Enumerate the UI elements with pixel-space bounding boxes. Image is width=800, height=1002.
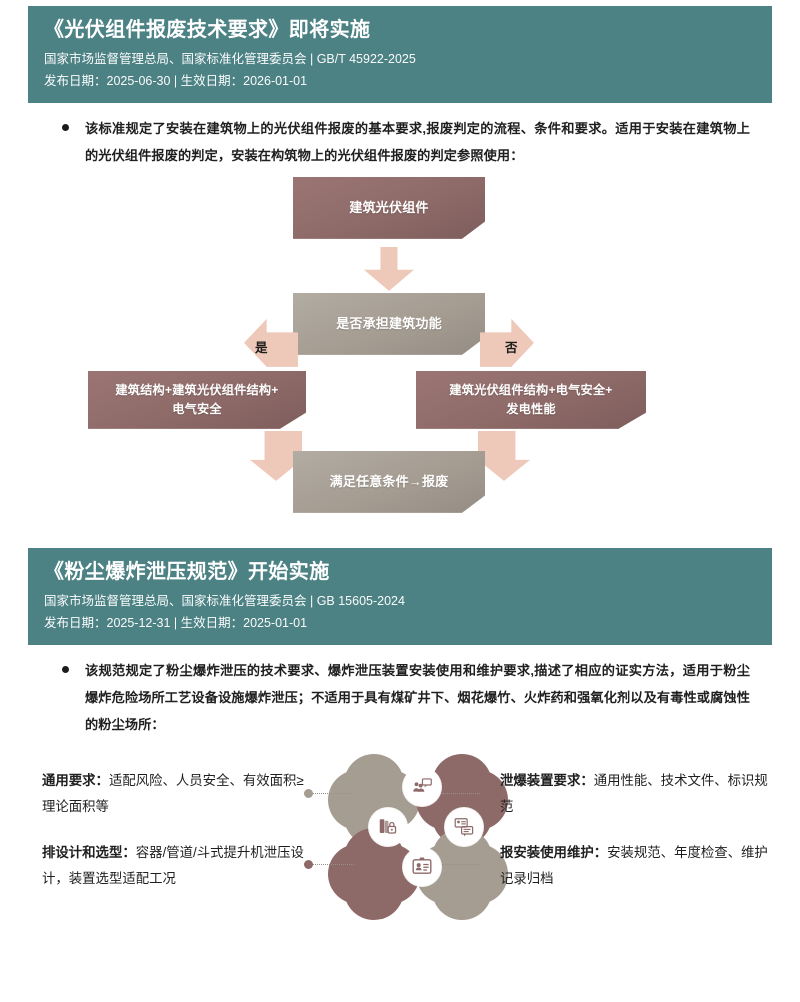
- label-body: 通用性能、技术文件、标识规范: [500, 772, 768, 815]
- label-body: 安装规范、年度检查、维护记录归档: [500, 844, 768, 887]
- connector-line-right-bottom: [442, 863, 488, 865]
- connector-dot-left-bottom-icon: [304, 859, 313, 869]
- label-design-selection: 排设计和选型：容器/管道/斗式提升机泄压设计，装置选型适配工况: [42, 840, 310, 892]
- flow-node-structure-pv-electric-safety: 建筑结构+建筑光伏组件结构+ 电气安全: [88, 370, 306, 429]
- section-pv-module-scrapping: 《光伏组件报废技术要求》即将实施 国家市场监督管理总局、国家标准化管理委员会 |…: [28, 6, 772, 537]
- section-1-header: 《光伏组件报废技术要求》即将实施 国家市场监督管理总局、国家标准化管理委员会 |…: [28, 6, 772, 103]
- id-card-icon: [412, 857, 432, 874]
- connector-dot-left-top-icon: [304, 788, 313, 798]
- label-install-use-maintain: 报安装使用维护：安装规范、年度检查、维护记录归档: [500, 840, 768, 892]
- flow-arrow-yes-icon: [244, 318, 298, 367]
- flow-arrow-merge-right-icon: [478, 430, 530, 481]
- label-title: 报安装使用维护：: [500, 844, 608, 860]
- people-speech-icon: [413, 778, 432, 792]
- section-2-issuer: 国家市场监督管理总局、国家标准化管理委员会 | GB 15605-2024: [44, 594, 405, 608]
- flow-node-any-condition-scrap: 满足任意条件→报废: [293, 450, 485, 513]
- badge-id-card: [403, 847, 441, 886]
- connector-line-left-bottom: [308, 863, 354, 865]
- flow-branch-label-yes: 是: [255, 340, 268, 355]
- connector-line-left-top: [308, 792, 354, 794]
- chat-card-icon: [454, 818, 474, 837]
- section-2-bullet-text: 该规范规定了粉尘爆炸泄压的技术要求、爆炸泄压装置安装使用和维护要求,描述了相应的…: [85, 662, 750, 732]
- flow-node-pv-structure-electric-generation: 建筑光伏组件结构+电气安全+ 发电性能: [416, 370, 646, 429]
- flow-node-label: 建筑光伏组件: [349, 199, 429, 215]
- section-2-title: 《粉尘爆炸泄压规范》开始实施: [44, 561, 330, 583]
- section-2-bullet-row: 该规范规定了粉尘爆炸泄压的技术要求、爆炸泄压装置安装使用和维护要求,描述了相应的…: [28, 645, 772, 738]
- section-1-title: 《光伏组件报废技术要求》即将实施: [44, 19, 371, 41]
- label-body: 容器/管道/斗式提升机泄压设计，装置选型适配工况: [42, 844, 304, 887]
- book-lock-icon: [379, 819, 397, 834]
- fold-corner-icon: [461, 495, 485, 513]
- label-general-requirements: 通用要求：适配风险、人员安全、有效面积≥理论面积等: [42, 768, 310, 820]
- section-2-dates: 发布日期：2025-12-31 | 生效日期：2025-01-01: [44, 616, 308, 631]
- connector-dot-right-top-icon: [480, 788, 489, 798]
- badge-people-speech: [403, 767, 441, 806]
- flow-node-label: 建筑光伏组件结构+电气安全+ 发电性能: [449, 382, 613, 416]
- fold-corner-icon: [618, 412, 646, 429]
- badge-book-lock: [369, 807, 407, 846]
- bullet-dot-icon: [62, 665, 69, 673]
- label-vent-device-requirements: 泄爆装置要求：通用性能、技术文件、标识规范: [500, 768, 768, 820]
- flow-node-building-pv-module: 建筑光伏组件: [293, 176, 485, 239]
- flow-arrow-down-1-icon: [364, 246, 414, 291]
- flow-branch-label-no: 否: [505, 340, 518, 355]
- petal-diagram: 通用要求：适配风险、人员安全、有效面积≥理论面积等 排设计和选型：容器/管道/斗…: [28, 753, 772, 946]
- badge-chat-card: [445, 807, 483, 846]
- flow-node-label: 是否承担建筑功能: [336, 315, 442, 331]
- fold-corner-icon: [461, 221, 485, 239]
- petal-bottom-right: [416, 827, 508, 920]
- petal-top-left: [328, 753, 420, 846]
- section-1-dates: 发布日期：2025-06-30 | 生效日期：2026-01-01: [44, 74, 308, 89]
- fold-corner-icon: [279, 412, 306, 429]
- section-dust-explosion-venting: 《粉尘爆炸泄压规范》开始实施 国家市场监督管理总局、国家标准化管理委员会 | G…: [28, 548, 772, 946]
- section-1-issuer: 国家市场监督管理总局、国家标准化管理委员会 | GB/T 45922-2025: [44, 52, 416, 66]
- connector-dot-right-bottom-icon: [480, 859, 489, 869]
- flow-node-label: 建筑结构+建筑光伏组件结构+ 电气安全: [115, 382, 279, 416]
- flowchart-pv-scrapping: 建筑光伏组件 是否承担建筑功能 是 否 建筑结构+建筑光伏组件结构+ 电气安全 …: [28, 169, 772, 537]
- label-title: 排设计和选型：: [42, 844, 136, 860]
- section-2-header: 《粉尘爆炸泄压规范》开始实施 国家市场监督管理总局、国家标准化管理委员会 | G…: [28, 548, 772, 645]
- section-1-bullet-row: 该标准规定了安装在建筑物上的光伏组件报废的基本要求,报废判定的流程、条件和要求。…: [28, 103, 772, 169]
- flow-node-load-bearing-question: 是否承担建筑功能: [293, 292, 485, 355]
- bullet-dot-icon: [62, 123, 69, 131]
- label-title: 泄爆装置要求：: [500, 772, 594, 788]
- label-title: 通用要求：: [42, 772, 109, 788]
- connector-line-right-top: [442, 792, 488, 794]
- label-body: 适配风险、人员安全、有效面积≥理论面积等: [42, 772, 304, 815]
- flow-node-label: 满足任意条件→报废: [329, 473, 449, 489]
- section-1-bullet-text: 该标准规定了安装在建筑物上的光伏组件报废的基本要求,报废判定的流程、条件和要求。…: [85, 120, 750, 163]
